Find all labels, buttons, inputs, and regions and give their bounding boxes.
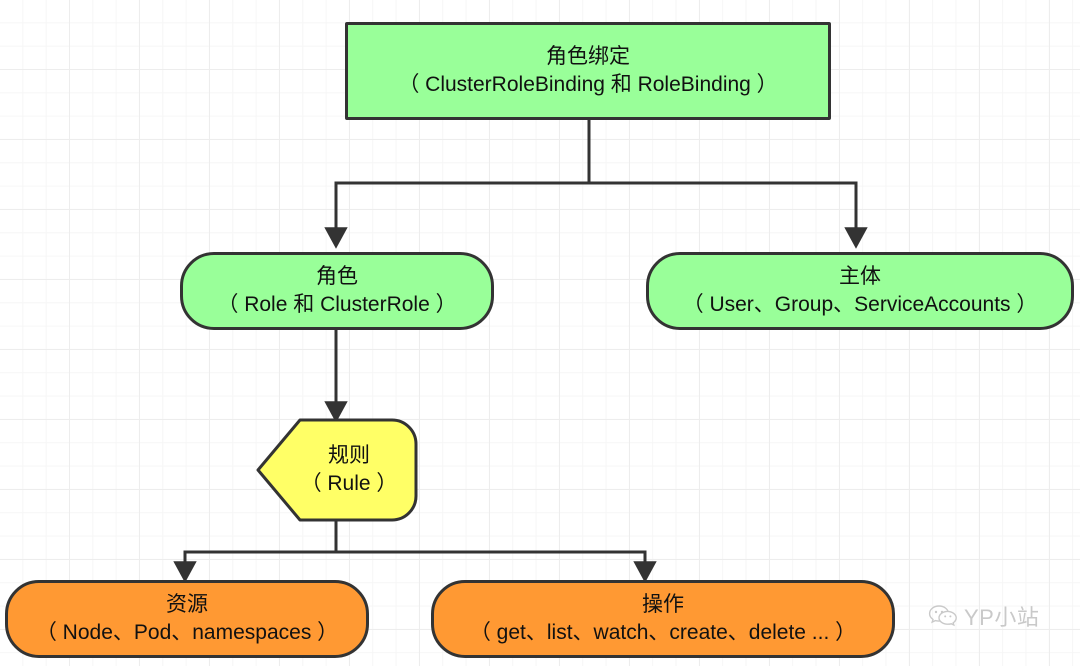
edge-rolebinding-to-subject bbox=[587, 181, 868, 249]
node-verbs-line1: 操作 bbox=[642, 593, 684, 617]
watermark: YP小站 bbox=[928, 600, 1039, 632]
node-subject-line2: （ User、Group、ServiceAccounts ） bbox=[682, 293, 1038, 316]
node-role-binding-line1: 角色绑定 bbox=[546, 45, 630, 69]
wechat-icon bbox=[928, 605, 957, 627]
node-subject-line1: 主体 bbox=[839, 265, 881, 289]
rule-shape bbox=[256, 418, 418, 522]
node-role-binding[interactable]: 角色绑定 （ ClusterRoleBinding 和 RoleBinding … bbox=[345, 22, 831, 120]
node-rule-label: 规则 （ Rule ） bbox=[256, 418, 418, 522]
node-role[interactable]: 角色 （ Role 和 ClusterRole ） bbox=[180, 252, 494, 330]
node-verbs[interactable]: 操作 （ get、list、watch、create、delete ... ） bbox=[431, 580, 895, 658]
node-role-line1: 角色 bbox=[316, 265, 358, 289]
node-resources-line2: （ Node、Pod、namespaces ） bbox=[35, 621, 339, 644]
edge-rule-to-resources bbox=[173, 518, 338, 583]
node-role-line2: （ Role 和 ClusterRole ） bbox=[217, 293, 457, 316]
edge-rolebinding-to-role bbox=[324, 117, 591, 249]
node-resources[interactable]: 资源 （ Node、Pod、namespaces ） bbox=[5, 580, 369, 658]
node-rule-line1: 规则 bbox=[328, 444, 370, 468]
node-role-binding-line2: （ ClusterRoleBinding 和 RoleBinding ） bbox=[398, 73, 778, 96]
watermark-text: YP小站 bbox=[964, 605, 1040, 630]
node-rule-line2: （ Rule ） bbox=[300, 472, 398, 495]
node-verbs-line2: （ get、list、watch、create、delete ... ） bbox=[469, 621, 857, 644]
node-subject[interactable]: 主体 （ User、Group、ServiceAccounts ） bbox=[646, 252, 1074, 330]
edge-rule-to-verbs bbox=[334, 550, 657, 583]
node-resources-line1: 资源 bbox=[166, 593, 208, 617]
node-rule[interactable]: 规则 （ Rule ） bbox=[256, 418, 418, 522]
